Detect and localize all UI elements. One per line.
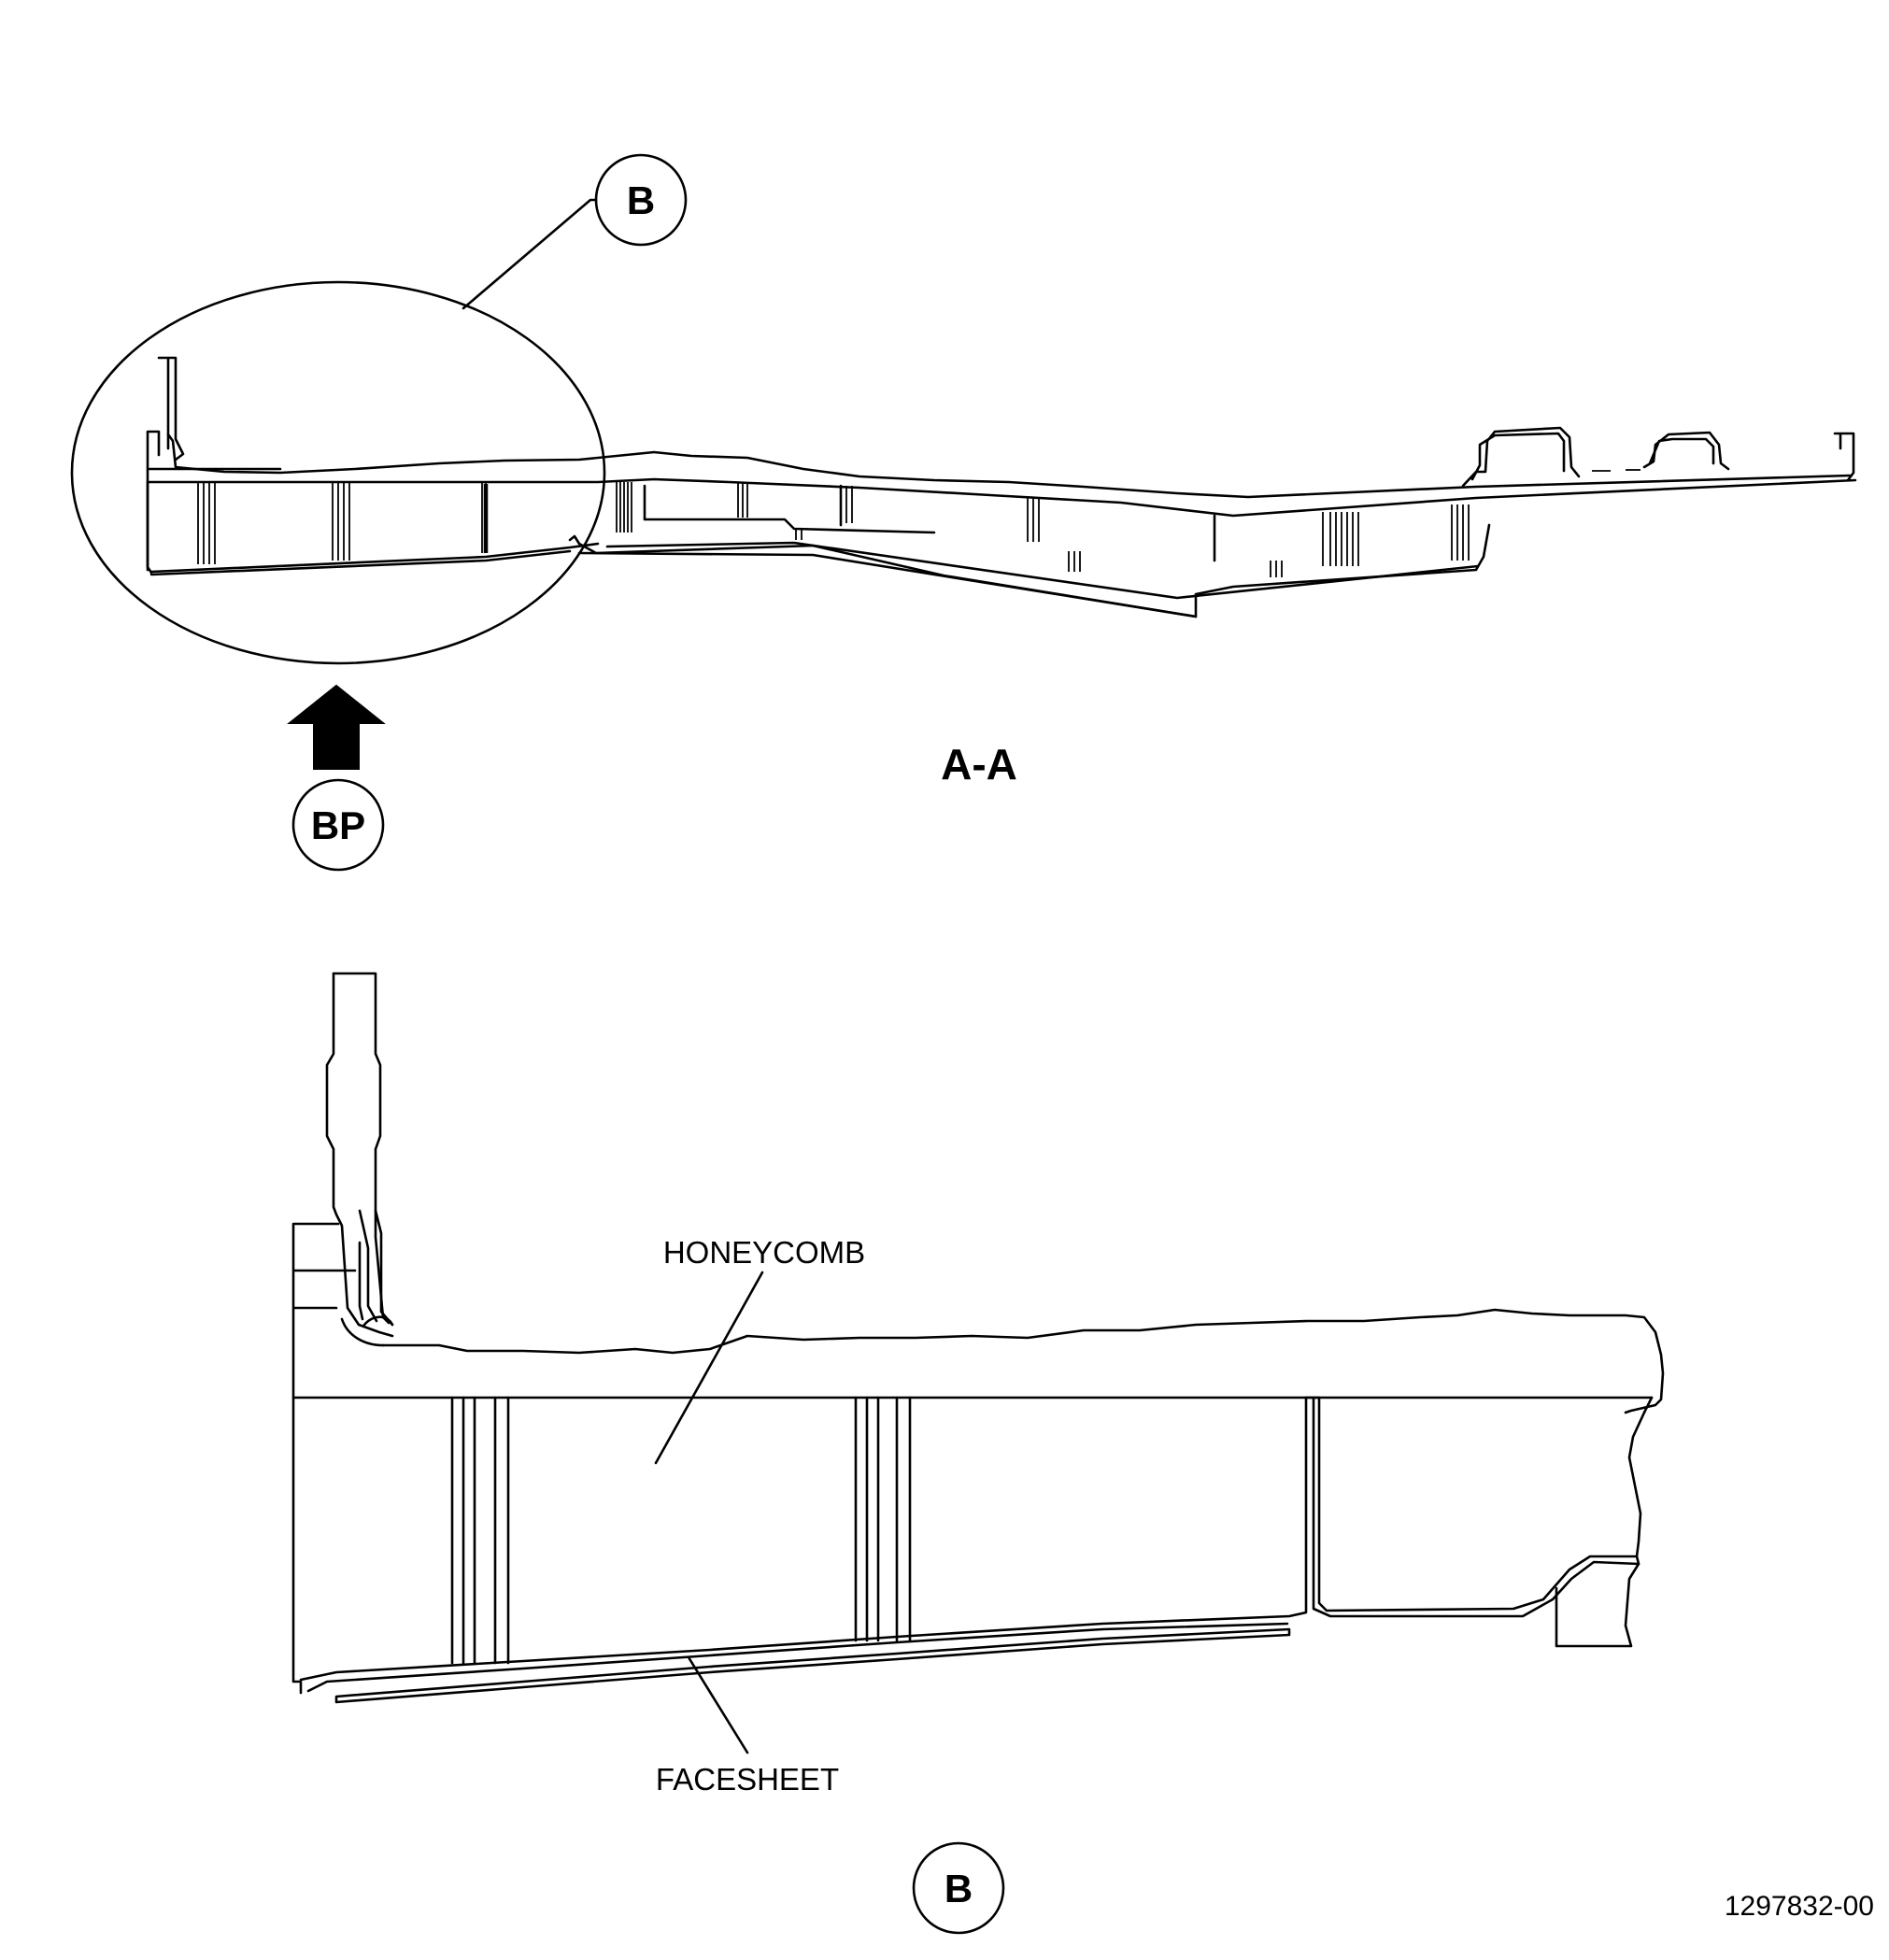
- callout-b-top: B: [594, 153, 688, 247]
- honeycomb-label: HONEYCOMB: [663, 1235, 865, 1270]
- right-end-flange: [1833, 432, 1855, 482]
- detail-b-ellipse: [70, 280, 606, 665]
- lower-facesheet-long-2: [577, 541, 1480, 618]
- honeycomb-cells-detail: [450, 1396, 912, 1665]
- up-arrow-icon: [287, 684, 386, 770]
- section-label: A-A: [941, 740, 1017, 788]
- figure-number: 1297832-00: [1725, 1891, 1874, 1922]
- left-flange: [146, 356, 185, 572]
- left-end-box: [146, 480, 153, 575]
- lower-facesheet-long: [568, 523, 1491, 618]
- upper-skin-bottom: [148, 477, 1857, 518]
- honeycomb-leader: [654, 1271, 764, 1465]
- detail-lower-facesheet: [299, 1396, 1308, 1682]
- facesheet-leader: [687, 1655, 749, 1754]
- edge-block: [291, 1222, 385, 1695]
- view-arrow-bp: BP: [287, 684, 386, 872]
- callout-b-top-label: B: [627, 178, 655, 222]
- detail-top-skin: [381, 1308, 1665, 1414]
- ramp-joint: [1304, 1396, 1640, 1618]
- callout-b-bottom-label: B: [944, 1867, 973, 1910]
- hat-stiffener-2: [1642, 431, 1730, 471]
- callout-b-bottom: B: [912, 1841, 1005, 1935]
- facesheet-label: FACESHEET: [656, 1762, 839, 1797]
- lower-facesheet: [149, 542, 600, 576]
- hat-stiffener-1: [1461, 426, 1581, 488]
- callout-bp-label: BP: [311, 803, 365, 847]
- detail-b-drawing: [291, 972, 1665, 1754]
- top-skin: [166, 433, 1852, 499]
- detail-b-leader: [462, 198, 598, 310]
- break-line-right: [1627, 1396, 1654, 1558]
- section-a-a-drawing: [70, 198, 1857, 665]
